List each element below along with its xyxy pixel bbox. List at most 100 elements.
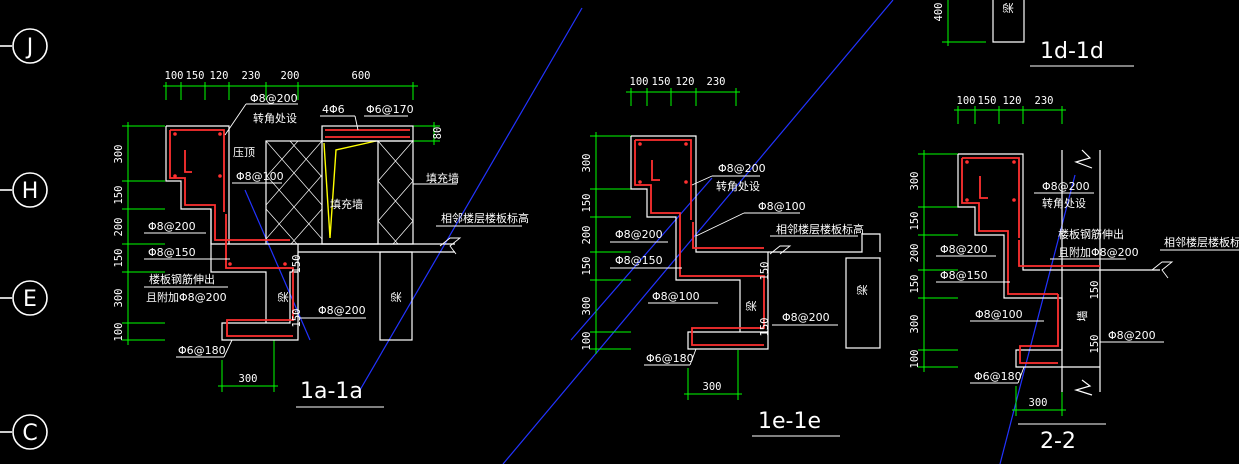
note: 相邻楼层楼板标高 (776, 222, 864, 236)
beam-right (845, 257, 881, 349)
beam-right (379, 251, 413, 341)
note: 梁 (389, 292, 403, 303)
blue-diagonal-line (502, 0, 894, 464)
dim-left: 200 (113, 218, 125, 237)
dim-top: 150 (978, 95, 997, 107)
dim-left: 200 (581, 226, 593, 245)
blue-diagonal-line (359, 7, 583, 391)
note: Φ8@100 (236, 170, 284, 183)
note: 150 (1089, 335, 1101, 354)
dim-right: 80 (432, 127, 444, 140)
dim-top: 100 (957, 95, 976, 107)
break-line (1073, 379, 1093, 396)
wall-right (1061, 150, 1101, 392)
dim-left: 300 (581, 154, 593, 173)
note: Φ8@200 (148, 220, 196, 233)
rebar-hook (184, 150, 192, 173)
section-title: 2-2 (1040, 429, 1076, 454)
axis-label: H (22, 179, 39, 204)
note: Φ8@200 (615, 228, 663, 241)
dim-top: 120 (676, 76, 695, 88)
note: 150 (759, 262, 771, 281)
note: Φ8@100 (652, 290, 700, 303)
note: 4Φ6 (322, 103, 345, 116)
dim-left: 150 (113, 186, 125, 205)
dim-left: 100 (581, 332, 593, 351)
dim-left: 100 (909, 350, 921, 369)
note: Φ8@200 (782, 311, 830, 324)
grid-axis-j: J (0, 28, 48, 64)
section-1d-1d: 400 梁 1d-1d (933, 0, 1134, 67)
note: 梁 (1001, 3, 1015, 14)
dim-top: 120 (210, 70, 229, 82)
note: 相邻楼层楼板标高 (441, 211, 529, 225)
axis-label: E (23, 287, 37, 312)
floor-slab (768, 233, 881, 253)
note: 楼板钢筋伸出 (1058, 227, 1124, 241)
dim-left: 150 (581, 257, 593, 276)
note: 且附加Φ8@200 (146, 290, 227, 304)
axis-label: J (25, 35, 34, 60)
note: 且附加Φ8@200 (1058, 245, 1139, 259)
note: Φ6@180 (178, 344, 226, 357)
dim-top: 150 (652, 76, 671, 88)
note: 150 (291, 255, 303, 274)
note: 转角处设 (1042, 196, 1086, 210)
rebar-hook (651, 160, 660, 181)
beam-outline (210, 209, 267, 323)
dim-left: 150 (581, 194, 593, 213)
note: 相邻楼层楼板标高 (1164, 235, 1239, 249)
grid-axis-e: E (0, 280, 48, 316)
note: 楼板钢筋伸出 (149, 272, 215, 286)
parapet-outline (630, 135, 769, 350)
dim-left: 300 (581, 297, 593, 316)
dim-left: 150 (909, 212, 921, 231)
dim-left: 300 (909, 315, 921, 334)
floor-slab (298, 243, 455, 253)
dim-top: 100 (165, 70, 184, 82)
note: 压顶 (233, 146, 255, 159)
dim-top: 100 (630, 76, 649, 88)
dim-left: 300 (113, 145, 125, 164)
note: Φ8@150 (148, 246, 196, 259)
beam-outline (992, 0, 1025, 43)
section-title: 1a-1a (300, 379, 363, 404)
note: Φ8@100 (758, 200, 806, 213)
section-title: 1d-1d (1040, 39, 1104, 64)
rebar-main (169, 129, 294, 337)
dim-top: 150 (186, 70, 205, 82)
note: 150 (759, 318, 771, 337)
note: 填充墙 (330, 197, 363, 211)
note: 转角处设 (253, 111, 297, 125)
break-line (1074, 149, 1093, 169)
dim-left: 100 (113, 323, 125, 342)
rebar-hook (979, 176, 988, 199)
blue-diagonal-line (244, 189, 311, 341)
note: Φ6@180 (974, 370, 1022, 383)
section-1e-1e: 100 150 120 230 300 150 200 150 300 100 … (581, 76, 881, 437)
coping (321, 125, 414, 142)
blue-diagonal-line (570, 177, 713, 341)
grid-axis-h: H (0, 172, 48, 208)
section-1a-1a: 100 150 120 230 200 600 300 150 200 150 … (113, 70, 529, 408)
note: 填充墙 (426, 171, 459, 185)
grid-axis-c: C (0, 414, 48, 450)
dim-left: 300 (909, 172, 921, 191)
dim-top: 230 (707, 76, 726, 88)
note: 梁 (744, 301, 758, 312)
note: 转角处设 (716, 179, 760, 193)
note: Φ6@180 (646, 352, 694, 365)
dim-bottom: 300 (239, 373, 258, 385)
note: Φ8@150 (940, 269, 988, 282)
rebar-main (961, 157, 1100, 364)
note: 150 (291, 309, 303, 328)
dim-left: 300 (113, 289, 125, 308)
dim-bottom: 300 (703, 381, 722, 393)
infill-wall (265, 140, 414, 245)
note: Φ8@200 (940, 243, 988, 256)
section-title: 1e-1e (758, 409, 821, 434)
dim-left: 400 (933, 3, 945, 22)
dim-top: 200 (281, 70, 300, 82)
note: Φ8@200 (1108, 329, 1156, 342)
note: Φ8@200 (1042, 180, 1090, 193)
